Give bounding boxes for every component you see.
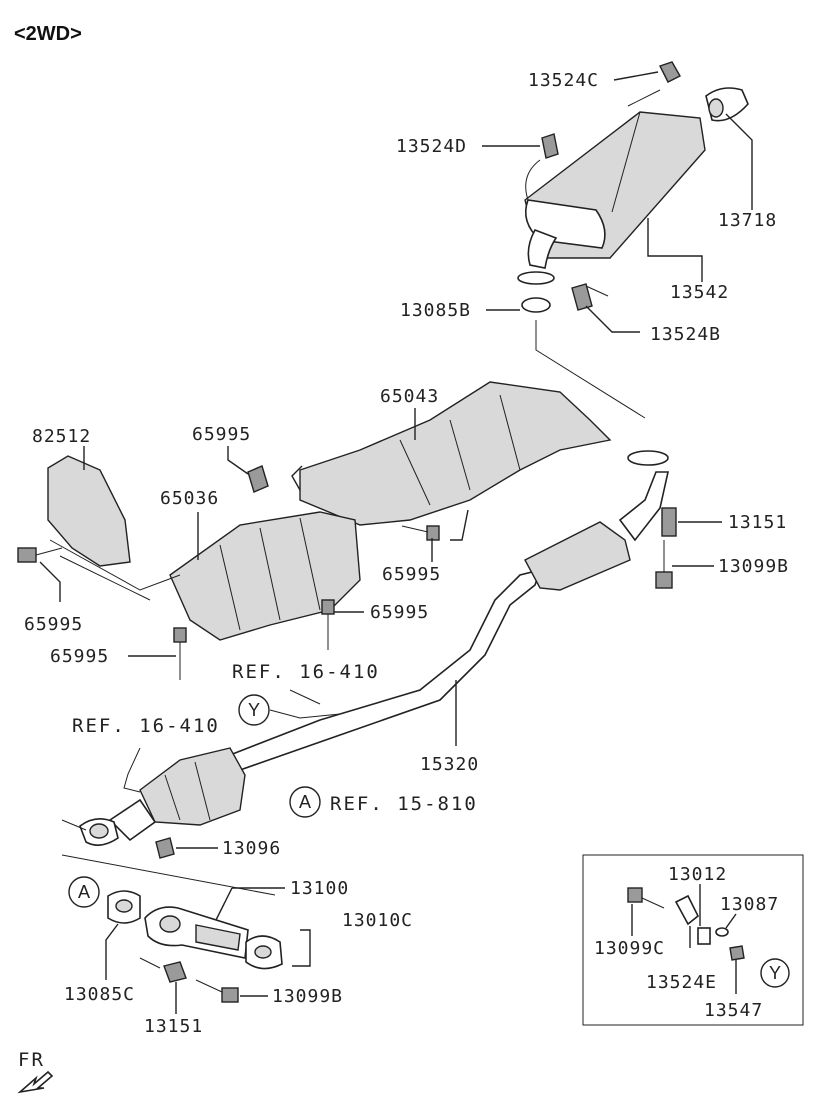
hanger-13524C [659,61,681,83]
label-13012: 13012 [668,864,727,885]
label-13718: 13718 [718,210,777,231]
front-direction-arrow [17,1070,54,1094]
label-13085C: 13085C [64,984,135,1005]
label-65995-e: 65995 [50,646,109,667]
bolt-65995-e [173,627,187,680]
front-direction-label: FR [18,1049,45,1071]
marker-y-detail: Y [760,958,790,988]
front-flange [79,818,119,846]
marker-y-main: Y [238,694,270,726]
label-65995-b: 65995 [382,564,441,585]
label-13151-upper: 13151 [728,512,787,533]
washer-13087 [715,927,729,937]
heat-shield-65036 [169,511,361,641]
label-13085B: 13085B [400,300,471,321]
nut-65995-a [247,465,269,493]
ref-16-410-upper: REF. 16-410 [232,661,380,683]
bolt-13099B-upper [655,540,673,589]
main-muffler [517,89,706,285]
bracket-13524E [674,894,700,926]
label-65036: 65036 [160,488,219,509]
marker-y-main-text: Y [248,700,260,720]
label-13524C: 13524C [528,70,599,91]
heat-shield-65043 [299,381,612,526]
hanger-13524B [571,283,609,311]
gasket-13085C [107,890,141,924]
tail-pipe-cover-13718 [705,87,749,122]
label-13099B-upper: 13099B [718,556,789,577]
label-65995-d: 65995 [24,614,83,635]
catalytic-converter [108,747,246,842]
label-13524E: 13524E [646,972,717,993]
label-13542: 13542 [670,282,729,303]
label-65043: 65043 [380,386,439,407]
label-13099C: 13099C [594,938,665,959]
marker-a-main-text: A [299,792,311,812]
bolt-13099B-lower [195,979,239,1003]
flange-pipe-13100 [144,906,249,959]
ref-16-410-lower: REF. 16-410 [72,715,220,737]
label-13087: 13087 [720,894,779,915]
detail-y-inset: Y [582,854,804,1026]
bolt-65995-b [17,547,63,563]
label-13524D: 13524D [396,136,467,157]
label-13010C: 13010C [342,910,413,931]
center-pipe-15320 [228,450,669,771]
nut-13547 [729,945,745,961]
marker-a-inset-text: A [78,882,90,902]
spring-13151-upper [661,507,677,537]
label-82512: 82512 [32,426,91,447]
label-13151-lower: 13151 [144,1016,203,1037]
nut-13096 [155,837,175,859]
label-13096: 13096 [222,838,281,859]
ref-15-810: REF. 15-810 [330,793,478,815]
label-65995-c: 65995 [370,602,429,623]
marker-a-inset: A [68,876,100,908]
bolt-65995-d [321,599,335,650]
label-15320: 15320 [420,754,479,775]
label-65995-a: 65995 [192,424,251,445]
label-13099B-lower: 13099B [272,986,343,1007]
marker-a-main: A [289,786,321,818]
label-13547: 13547 [704,1000,763,1021]
drive-type-header: <2WD> [14,23,82,45]
marker-y-detail-text: Y [769,963,781,983]
bolt-65995-c [401,525,440,541]
gasket-13010C [245,935,283,970]
spring-13151-lower [163,961,187,983]
gasket-13085B [521,297,551,313]
heat-shield-82512 [47,455,181,601]
pipe-13012 [697,927,711,945]
label-13100: 13100 [290,878,349,899]
label-13524B: 13524B [650,324,721,345]
bolt-13099C [627,887,665,909]
hanger-13524D [541,133,559,159]
